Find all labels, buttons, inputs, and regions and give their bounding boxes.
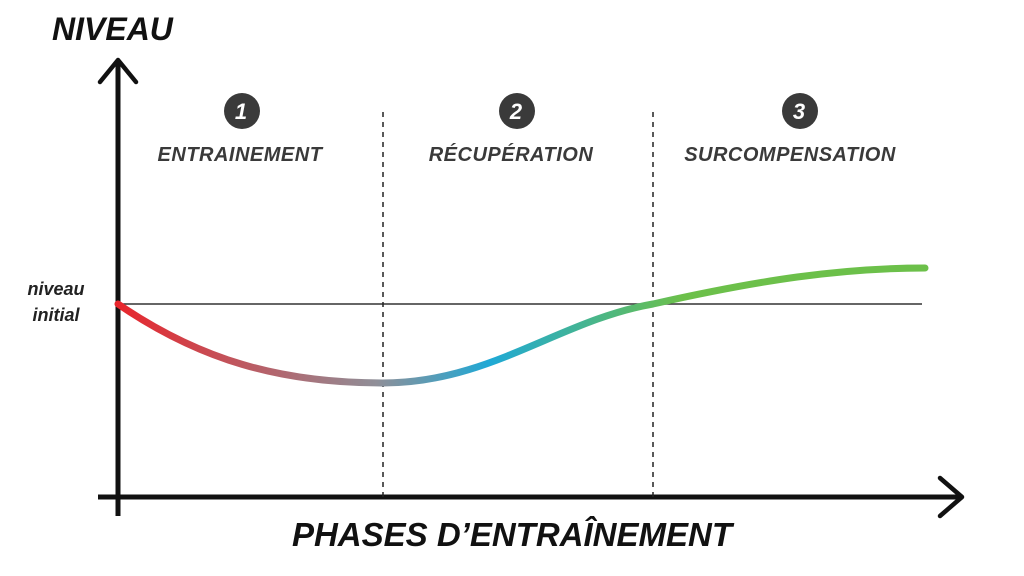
phase-1: 1 ENTRAINEMENT [158, 93, 324, 166]
phase-3-label: SURCOMPENSATION [684, 144, 896, 166]
performance-curve [114, 264, 929, 387]
y-axis-title: NIVEAU [52, 11, 174, 47]
phase-2-number: 2 [509, 99, 523, 124]
phase-1-label: ENTRAINEMENT [158, 144, 324, 166]
phase-2-label: RÉCUPÉRATION [429, 143, 594, 166]
phase-1-badge [224, 93, 260, 129]
x-axis-arrow [937, 475, 965, 519]
phase-1-number: 1 [235, 99, 247, 124]
phase-2: 2 RÉCUPÉRATION [429, 93, 594, 166]
x-axis-title: PHASES D’ENTRAÎNEMENT [292, 516, 735, 553]
phase-3-badge [782, 93, 818, 129]
initial-level-label-line1: niveau [27, 279, 84, 299]
phase-3-number: 3 [793, 99, 805, 124]
y-axis-arrow [97, 57, 139, 85]
phase-3: 3 SURCOMPENSATION [684, 93, 896, 166]
phase-2-badge [499, 93, 535, 129]
initial-level-label-line2: initial [32, 305, 80, 325]
